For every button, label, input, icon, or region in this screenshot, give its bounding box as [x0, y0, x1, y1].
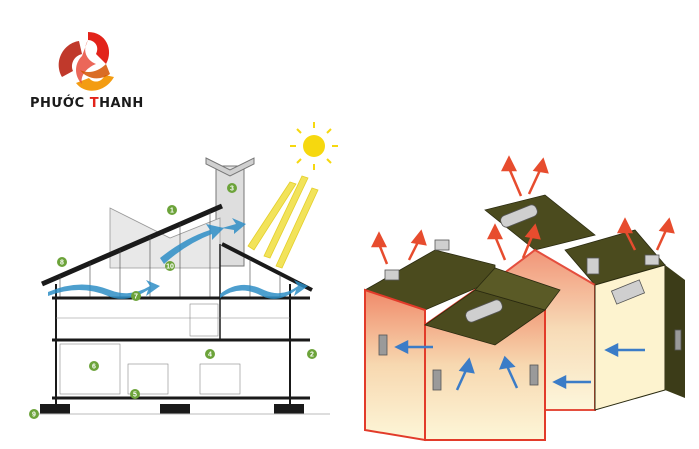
svg-text:8: 8	[60, 260, 64, 267]
brand-name-part3: HANH	[99, 96, 144, 111]
svg-text:9: 9	[32, 412, 36, 419]
sunray-arrows	[248, 176, 318, 268]
svg-text:4: 4	[208, 352, 212, 359]
svg-text:7: 7	[134, 294, 138, 301]
svg-text:2: 2	[310, 352, 314, 359]
brand-name-accent: T	[90, 96, 99, 111]
house-ventilation-cross-section: 3	[20, 118, 340, 444]
svg-text:6: 6	[92, 364, 96, 371]
svg-text:1: 1	[170, 208, 174, 215]
svg-text:10: 10	[166, 264, 174, 271]
svg-text:5: 5	[133, 392, 137, 399]
building-airflow-3d	[345, 140, 699, 444]
brand-name: PHƯỚC THANH	[30, 96, 144, 111]
svg-text:3: 3	[230, 186, 234, 193]
brand-name-part1: PHƯỚC	[30, 96, 90, 111]
foundations	[40, 404, 304, 414]
sun-icon	[290, 122, 338, 170]
